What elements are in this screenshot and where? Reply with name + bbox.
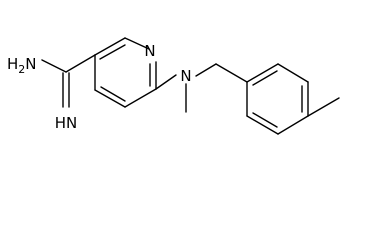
bond-ring-amidine-c bbox=[65, 54, 96, 73]
bond-b1-b2 bbox=[246, 63, 279, 83]
bond-c5-c6 bbox=[94, 89, 126, 108]
amidine-nh2-label: H2N bbox=[7, 55, 37, 76]
pyridine-ring bbox=[94, 37, 157, 108]
pyridine-nitrogen-label: N bbox=[144, 42, 155, 60]
bond-ring-amine-n bbox=[155, 74, 177, 90]
benzene-ring bbox=[246, 63, 340, 135]
tertiary-amine-chain bbox=[155, 63, 248, 113]
chemical-structure-diagram: N N H2N HN bbox=[7, 37, 340, 135]
bond-c6-c1 bbox=[124, 88, 157, 108]
bond-b5-b6-inner bbox=[252, 112, 278, 128]
bond-c5-c6-inner bbox=[100, 86, 126, 102]
bond-c3-c4 bbox=[94, 37, 126, 56]
bond-b1-b2-inner bbox=[252, 70, 278, 86]
bond-amidine-c-nh2 bbox=[41, 59, 67, 73]
bond-amine-n-ch2 bbox=[195, 63, 217, 77]
bond-b5-b6 bbox=[246, 115, 279, 135]
bond-ch2-benzene bbox=[215, 63, 248, 83]
amidine-nh-label: HN bbox=[55, 114, 78, 132]
bond-b4-b5 bbox=[277, 115, 309, 135]
bond-c3-c4-inner bbox=[99, 44, 126, 60]
bond-n-c2 bbox=[124, 37, 150, 50]
bond-b2-b3 bbox=[277, 63, 309, 83]
amine-nitrogen-label: N bbox=[180, 67, 191, 85]
amidine-group bbox=[41, 54, 96, 108]
bond-b4-methyl bbox=[307, 97, 340, 117]
